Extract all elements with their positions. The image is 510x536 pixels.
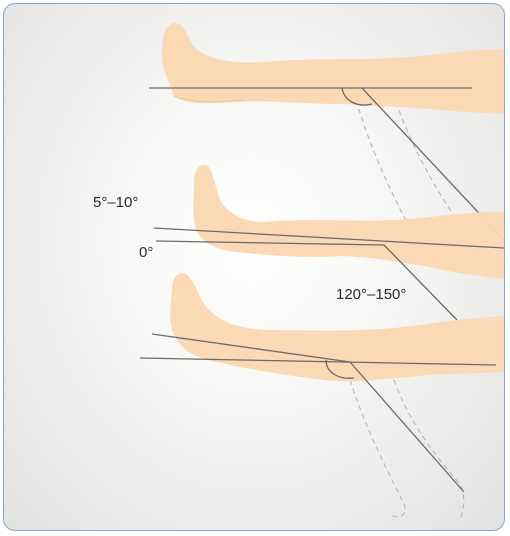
figure-panel: 5°–10° 0° 120°–150° — [3, 3, 505, 531]
leg-bottom — [140, 273, 505, 520]
ghost-leg-bottom — [350, 380, 464, 520]
label-flexion: 120°–150° — [336, 286, 406, 303]
label-neutral: 0° — [139, 244, 153, 261]
leg-top-shape — [162, 23, 505, 114]
leg-middle — [154, 165, 505, 320]
leg-middle-shape — [194, 165, 506, 280]
knee-range-of-motion-diagram — [4, 4, 505, 531]
label-hyperextension: 5°–10° — [93, 194, 138, 211]
